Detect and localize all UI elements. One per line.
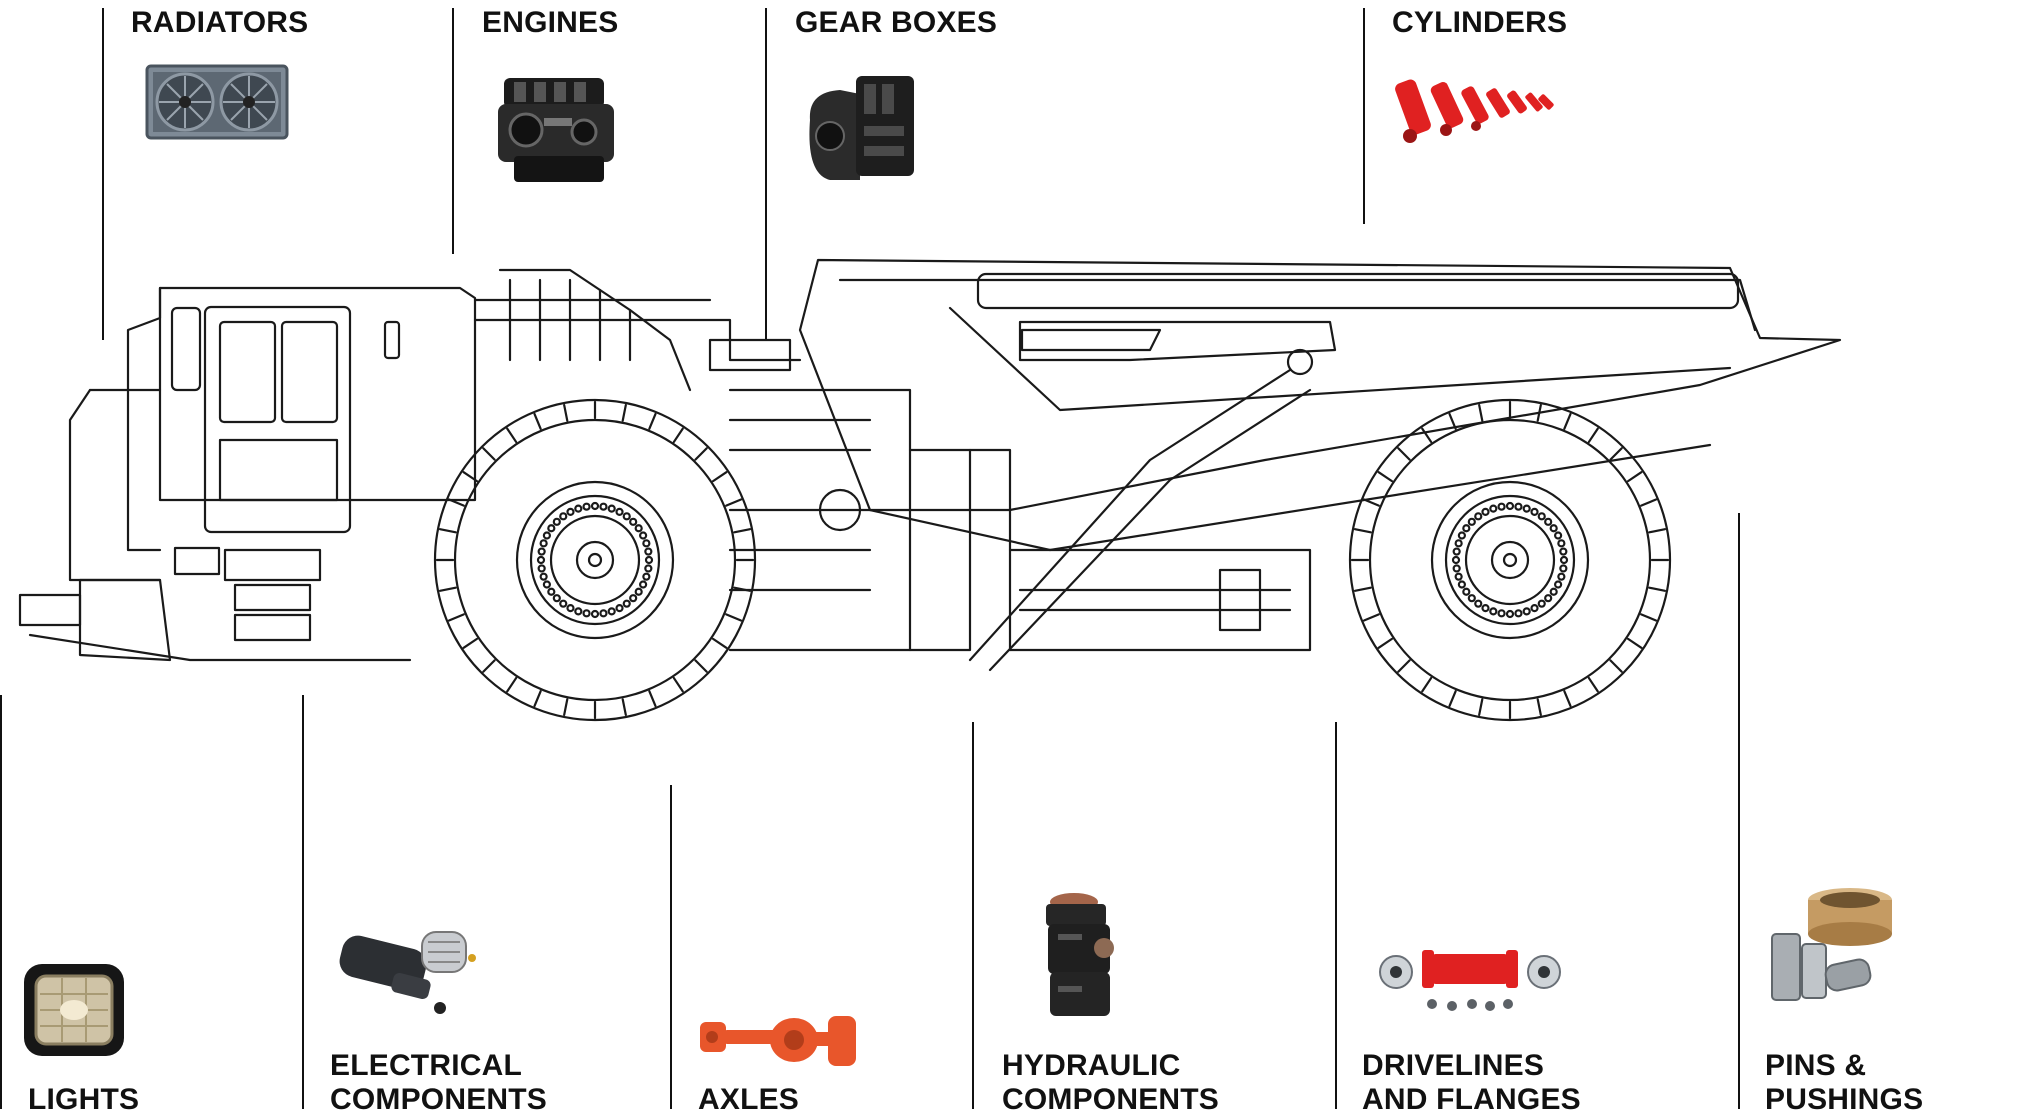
hydraulic-label-line2[interactable]: COMPONENTS bbox=[1002, 1083, 1220, 1116]
front-wheel bbox=[433, 398, 757, 722]
radiator-icon[interactable] bbox=[145, 62, 290, 142]
gearbox-icon[interactable] bbox=[800, 70, 920, 188]
driveline-icon[interactable] bbox=[1372, 940, 1566, 1016]
pins-label-line2[interactable]: PUSHINGS bbox=[1765, 1083, 1924, 1116]
divider-line bbox=[1738, 513, 1740, 1109]
drivelines-label-line1[interactable]: DRIVELINES bbox=[1362, 1049, 1545, 1082]
divider-line bbox=[972, 722, 974, 1109]
pins-label-line1[interactable]: PINS & bbox=[1765, 1049, 1867, 1082]
divider-line bbox=[102, 8, 104, 340]
rear-wheel bbox=[1348, 398, 1672, 722]
electrical-label-line2[interactable]: COMPONENTS bbox=[330, 1083, 548, 1116]
divider-line bbox=[1363, 8, 1365, 224]
engine-icon[interactable] bbox=[494, 68, 624, 186]
axles-label[interactable]: AXLES bbox=[698, 1083, 800, 1116]
divider-line bbox=[1335, 722, 1337, 1109]
divider-line bbox=[765, 8, 767, 340]
lights-label[interactable]: LIGHTS bbox=[28, 1083, 140, 1116]
divider-line bbox=[0, 695, 2, 1109]
work-light-icon[interactable] bbox=[20, 960, 130, 1060]
electrical-label-line1[interactable]: ELECTRICAL bbox=[330, 1049, 522, 1082]
hydraulic-label-line1[interactable]: HYDRAULIC bbox=[1002, 1049, 1181, 1082]
mining-dump-truck-icon bbox=[10, 250, 1850, 780]
gear-boxes-label[interactable]: GEAR BOXES bbox=[795, 6, 998, 39]
pins-bushings-icon[interactable] bbox=[1768, 886, 1898, 1006]
cylinder-icon[interactable] bbox=[1392, 70, 1562, 150]
hydraulic-pump-icon[interactable] bbox=[1036, 890, 1120, 1020]
drivelines-label-line2[interactable]: AND FLANGES bbox=[1362, 1083, 1581, 1116]
divider-line bbox=[302, 695, 304, 1109]
divider-line bbox=[670, 785, 672, 1109]
divider-line bbox=[452, 8, 454, 254]
cylinders-label[interactable]: CYLINDERS bbox=[1392, 6, 1568, 39]
starter-motor-icon[interactable] bbox=[336, 924, 476, 1024]
axle-icon[interactable] bbox=[694, 1004, 864, 1076]
engines-label[interactable]: ENGINES bbox=[482, 6, 619, 39]
radiators-label[interactable]: RADIATORS bbox=[131, 6, 309, 39]
